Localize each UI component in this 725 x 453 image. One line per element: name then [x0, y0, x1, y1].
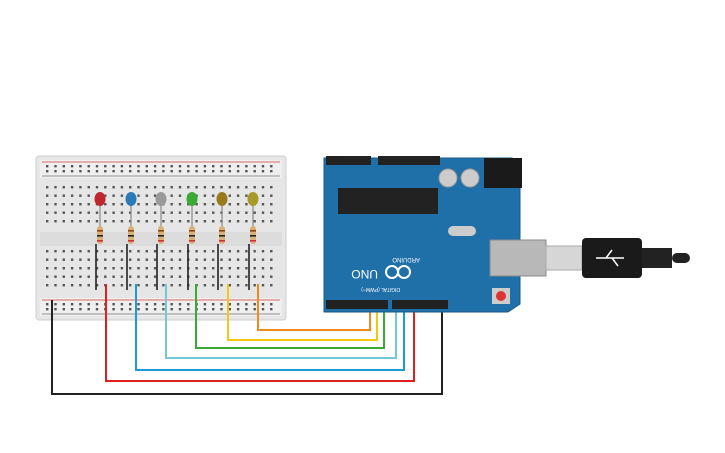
wire-orange [257, 284, 371, 331]
wire-blue [135, 284, 405, 371]
wire-yellow [227, 284, 378, 341]
arduino-board[interactable]: UNO ARDUINO DIGITAL (PWM~) [323, 156, 547, 313]
board-model: UNO [351, 267, 378, 281]
led-white [155, 192, 167, 290]
led-blue [125, 192, 137, 290]
led-red [94, 192, 106, 290]
led-yellow [247, 192, 259, 290]
usb-symbol-icon [596, 249, 624, 267]
board-brand: ARDUINO [392, 256, 420, 262]
usb-cable-icon [545, 238, 690, 278]
wires [51, 284, 443, 395]
led-orange [216, 192, 228, 290]
led-group [94, 192, 259, 290]
wire-black [51, 300, 443, 395]
wire-lightblue [165, 284, 397, 359]
digital-label: DIGITAL (PWM~) [361, 286, 400, 292]
wire-red [105, 284, 415, 382]
led-green [186, 192, 198, 290]
breadboard-holes [46, 165, 273, 311]
wire-green [195, 284, 385, 349]
arduino-logo-icon [385, 265, 411, 279]
